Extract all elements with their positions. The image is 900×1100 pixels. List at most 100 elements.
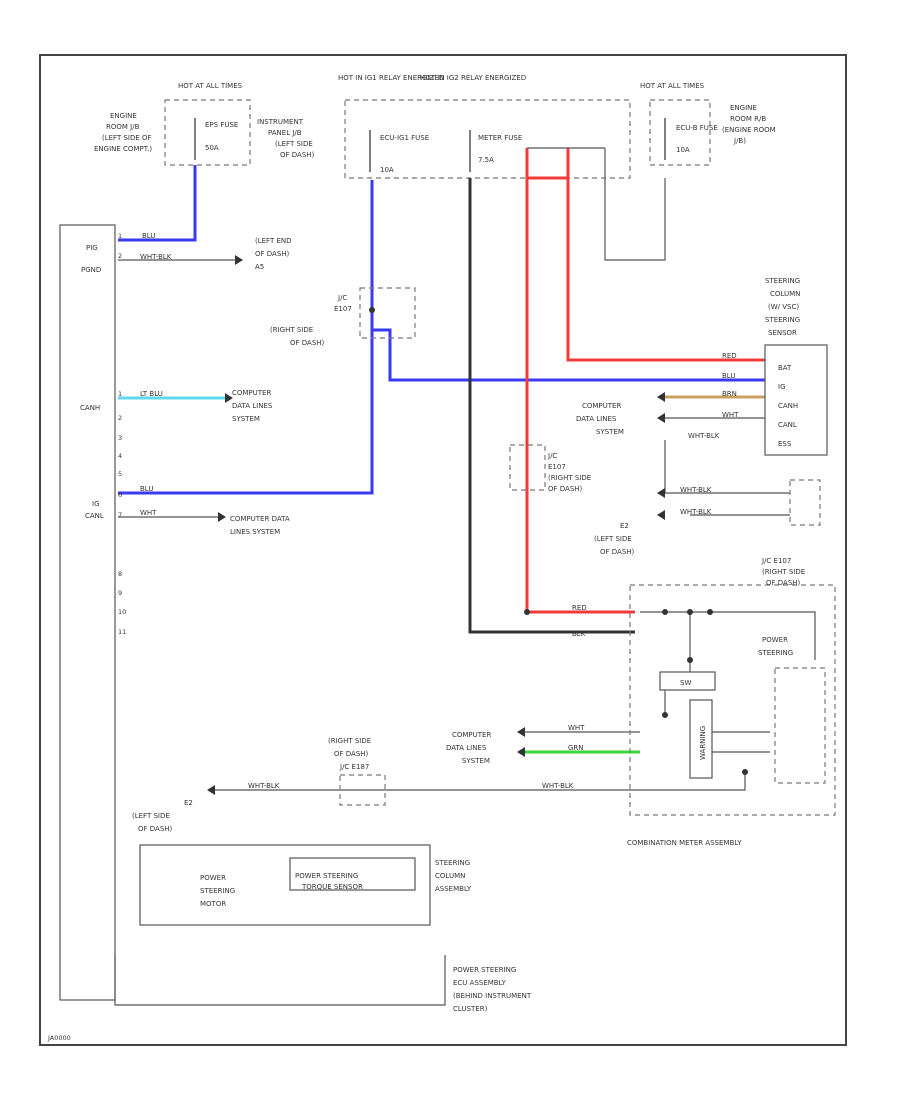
wire-lbl-whtblk-bottom-1: WHT-BLK bbox=[542, 782, 574, 790]
system-4-2: SYSTEM bbox=[462, 757, 490, 765]
ecu-box-outline bbox=[114, 955, 446, 1006]
wire-lbl-brn: BRN bbox=[722, 390, 737, 398]
wire-lbl-blu-sensor: BLU bbox=[722, 372, 735, 380]
ecu-pin-pig: PIG bbox=[86, 244, 98, 252]
fuse-block-ecu-b bbox=[649, 99, 711, 166]
ecu-num-11: 9 bbox=[118, 589, 122, 597]
ground-a5-1: OF DASH) bbox=[255, 250, 290, 258]
sensor-pin-canl: CANL bbox=[778, 421, 797, 429]
ecu-pin-canh: CANH bbox=[80, 404, 100, 412]
system-1-1: DATA LINES bbox=[232, 402, 273, 410]
ecu-num-13: 11 bbox=[118, 628, 126, 636]
ground-e2b-2: OF DASH) bbox=[138, 825, 173, 833]
ground-e2a-2: OF DASH) bbox=[600, 548, 635, 556]
jc-mid-2: (RIGHT SIDE bbox=[548, 474, 591, 482]
wire-meter-red bbox=[525, 178, 635, 614]
ground-e2a-0: E2 bbox=[620, 522, 629, 530]
meter-ps-0: POWER bbox=[762, 636, 788, 644]
jc-e187-2: J/C E187 bbox=[339, 763, 369, 771]
wire-lbl-red-bat: RED bbox=[722, 352, 737, 360]
sensor-pin-ig: IG bbox=[778, 383, 786, 391]
ground-a5-0: (LEFT END bbox=[255, 237, 292, 245]
wire-lbl-whtblk-e2b: WHT-BLK bbox=[680, 508, 712, 516]
wire-lbl-wht-meter: WHT bbox=[568, 724, 585, 732]
system-1-0: COMPUTER bbox=[232, 389, 271, 397]
jc-left-1: E107 bbox=[334, 305, 352, 313]
ecu-num-3: 1 bbox=[118, 390, 122, 398]
ecu-label-1: ECU ASSEMBLY bbox=[453, 979, 507, 987]
fuse-1-rating: 10A bbox=[380, 166, 394, 174]
sensor-pin-ess: ESS bbox=[778, 440, 792, 448]
ecu-num-10: 8 bbox=[118, 570, 122, 578]
ecu-num-4: 2 bbox=[118, 414, 122, 422]
jc-tr-2: OF DASH) bbox=[766, 579, 801, 587]
ecu-box bbox=[59, 224, 116, 1001]
ecu-num-9: 7 bbox=[118, 511, 122, 519]
ecu-num-6: 4 bbox=[118, 452, 122, 460]
ecu-num-8: 6 bbox=[118, 491, 122, 499]
fuse-3-name: ECU-B FUSE bbox=[676, 124, 718, 132]
footer-code: JA0000 bbox=[47, 1034, 71, 1042]
torque-0: POWER STEERING bbox=[295, 872, 358, 880]
fuse-3-loc-3: J/B) bbox=[733, 137, 746, 145]
ground-connector-box bbox=[789, 479, 821, 526]
wire-lbl-whtblk-pgnd: WHT-BLK bbox=[140, 253, 172, 261]
jc-left-2: (RIGHT SIDE bbox=[270, 326, 313, 334]
jc-e107-mid-box bbox=[509, 444, 546, 491]
system-2-1: LINES SYSTEM bbox=[230, 528, 280, 536]
system-2-0: COMPUTER DATA bbox=[230, 515, 290, 523]
jc-e107-left-box bbox=[359, 287, 416, 339]
ecu-pin-ig: IG bbox=[92, 500, 100, 508]
sensor-title-1: COLUMN bbox=[770, 290, 800, 298]
meter-sw: SW bbox=[680, 679, 691, 687]
ecu-num-7: 5 bbox=[118, 470, 122, 478]
wire-lbl-wht-sensor: WHT bbox=[722, 411, 739, 419]
wire-lbl-whtblk-sensor: WHT-BLK bbox=[688, 432, 720, 440]
column-1: COLUMN bbox=[435, 872, 465, 880]
ecu-num-5: 3 bbox=[118, 434, 122, 442]
fuse-0-loc-1: ROOM J/B bbox=[106, 123, 140, 131]
fuse-3-hot: HOT AT ALL TIMES bbox=[640, 82, 705, 90]
torque-sensor-box bbox=[289, 857, 416, 891]
motor-2: MOTOR bbox=[200, 900, 226, 908]
jc-tr-0: J/C E107 bbox=[761, 557, 791, 565]
column-2: ASSEMBLY bbox=[435, 885, 472, 893]
wire-lbl-grn-meter: GRN bbox=[568, 744, 584, 752]
jc-e187-box bbox=[339, 774, 386, 806]
sensor-title-3: STEERING bbox=[765, 316, 800, 324]
jc-tr-1: (RIGHT SIDE bbox=[762, 568, 805, 576]
ecu-label-2: (BEHIND INSTRUMENT bbox=[453, 992, 532, 1000]
fuse-block-eps bbox=[164, 99, 251, 166]
wire-lbl-blk-meter: BLK bbox=[572, 630, 586, 638]
outer-frame bbox=[39, 54, 847, 1046]
wire-lbl-whtblk-e2a: WHT-BLK bbox=[680, 486, 712, 494]
system-1-2: SYSTEM bbox=[232, 415, 260, 423]
jc-mid-3: OF DASH) bbox=[548, 485, 583, 493]
jc-e187-1: OF DASH) bbox=[334, 750, 369, 758]
jc-mid-1: E107 bbox=[548, 463, 566, 471]
wire-red-top bbox=[525, 148, 570, 180]
jc-left-3: OF DASH) bbox=[290, 339, 325, 347]
fuse-3-loc-0: ENGINE bbox=[730, 104, 757, 112]
ground-a5-2: A5 bbox=[255, 263, 264, 271]
fuse-1-loc-0: INSTRUMENT bbox=[257, 118, 304, 126]
fuse-0-name: EPS FUSE bbox=[205, 121, 238, 129]
fuse-0-hot: HOT AT ALL TIMES bbox=[178, 82, 243, 90]
fuse-3-rating: 10A bbox=[676, 146, 690, 154]
fuse-2-name: METER FUSE bbox=[478, 134, 522, 142]
motor-0: POWER bbox=[200, 874, 226, 882]
sensor-title-0: STEERING bbox=[765, 277, 800, 285]
sensor-pin-canh: CANH bbox=[778, 402, 798, 410]
meter-sw-box bbox=[659, 671, 716, 691]
jc-e187-0: (RIGHT SIDE bbox=[328, 737, 371, 745]
system-3-1: DATA LINES bbox=[576, 415, 617, 423]
wire-lbl-red-meter: RED bbox=[572, 604, 587, 612]
fuse-3-loc-1: ROOM R/B bbox=[730, 115, 766, 123]
sensor-title-4: SENSOR bbox=[768, 329, 797, 337]
fuse-1-loc-2: (LEFT SIDE bbox=[275, 140, 313, 148]
wire-lbl-whtblk-bottom-0: WHT-BLK bbox=[248, 782, 280, 790]
meter-ps-1: STEERING bbox=[758, 649, 793, 657]
sensor-title-2: (W/ VSC) bbox=[768, 303, 799, 311]
system-4-1: DATA LINES bbox=[446, 744, 487, 752]
